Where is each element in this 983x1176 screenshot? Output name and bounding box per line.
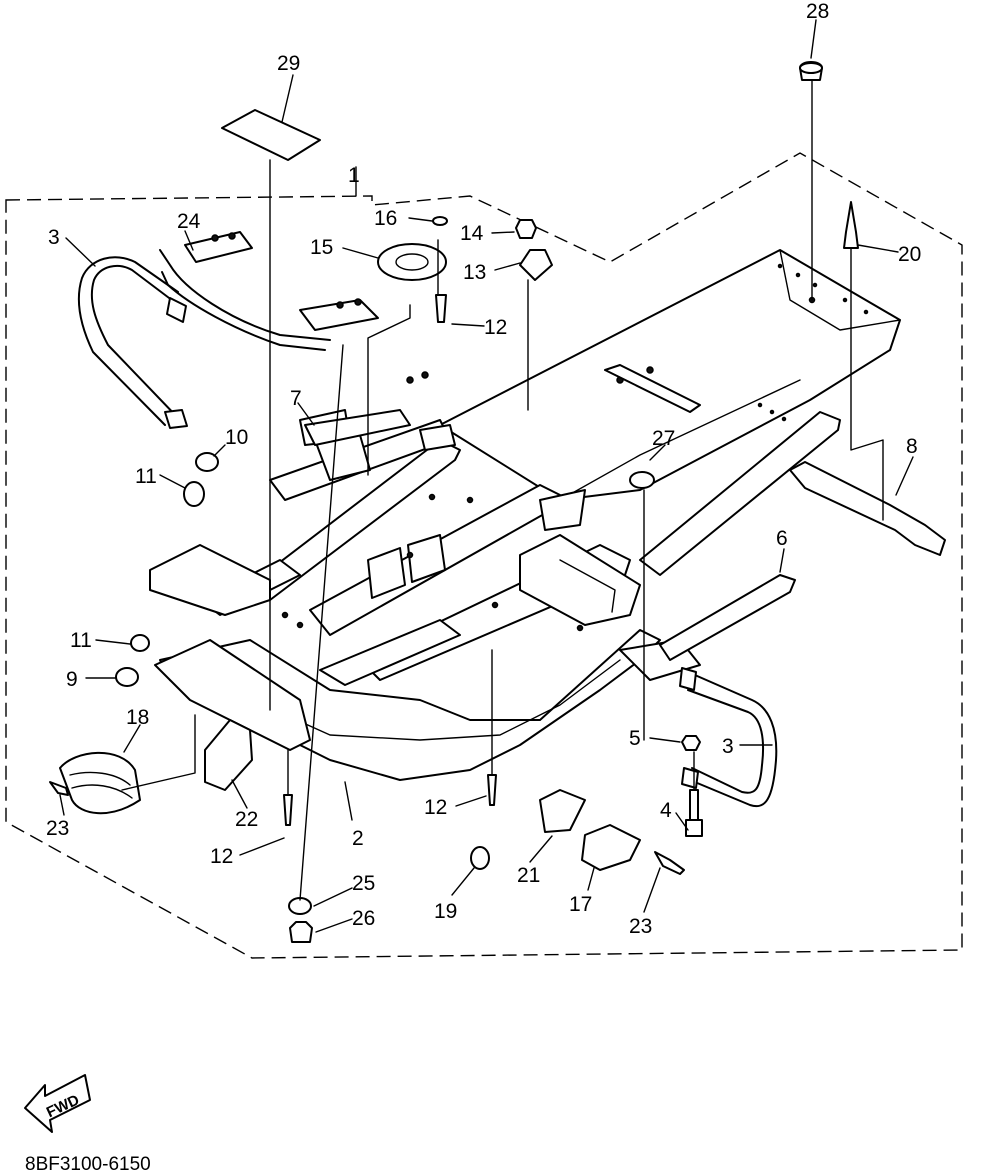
callout-25: 25 — [352, 872, 375, 895]
bushing-11-lower — [130, 634, 150, 652]
bolt-12-left — [283, 794, 293, 826]
callout-8: 8 — [906, 435, 918, 458]
mount-plate-15 — [377, 243, 447, 281]
callout-20: 20 — [898, 243, 921, 266]
pin-23-left — [49, 781, 69, 796]
bolt-12-center — [487, 774, 497, 806]
step-rail-6 — [659, 574, 796, 661]
callout-22: 22 — [235, 808, 258, 831]
grommet-27 — [629, 471, 655, 489]
pin-20 — [843, 201, 859, 249]
callout-19: 19 — [434, 900, 457, 923]
callout-23-left: 23 — [46, 817, 69, 840]
callout-7: 7 — [290, 387, 302, 410]
bushing-9 — [115, 667, 139, 687]
callout-23-right: 23 — [629, 915, 652, 938]
guard-bar-part — [159, 231, 379, 351]
bolt-4 — [689, 789, 699, 821]
main-frame-part — [149, 249, 901, 781]
callout-17: 17 — [569, 893, 592, 916]
callout-18: 18 — [126, 706, 149, 729]
callout-12-top: 12 — [484, 316, 507, 339]
callout-2: 2 — [352, 827, 364, 850]
alignment-lines — [121, 79, 884, 901]
callout-14: 14 — [460, 222, 484, 245]
callout-11-lower: 11 — [70, 629, 92, 652]
gasket-17 — [581, 824, 641, 871]
callout-12-center: 12 — [424, 796, 447, 819]
callout-3-upper: 3 — [48, 226, 60, 249]
nut-14 — [515, 219, 537, 239]
callout-24: 24 — [177, 210, 201, 233]
callout-6: 6 — [776, 527, 788, 550]
callout-27: 27 — [652, 427, 675, 450]
assembly-boundary — [5, 152, 963, 959]
front-bumper-part — [77, 256, 188, 429]
gasket-22 — [204, 719, 253, 791]
leader-lines — [59, 19, 914, 933]
callout-15: 15 — [310, 236, 333, 259]
boot-18 — [59, 751, 141, 815]
washer-16 — [432, 216, 448, 226]
diagram-code: 8BF3100-6150 — [25, 1154, 151, 1175]
callout-21: 21 — [517, 864, 540, 887]
gasket-21 — [539, 789, 586, 833]
callout-26: 26 — [352, 907, 375, 930]
callout-29: 29 — [277, 52, 300, 75]
bushing-11-upper — [183, 481, 205, 507]
callout-10: 10 — [225, 426, 248, 449]
nut-5 — [681, 735, 701, 751]
cap-19 — [470, 846, 490, 870]
callout-28: 28 — [806, 0, 829, 23]
callout-1: 1 — [348, 164, 360, 187]
bushing-10 — [195, 452, 219, 472]
bracket-13 — [519, 249, 553, 281]
callout-9: 9 — [66, 668, 78, 691]
callout-5: 5 — [629, 727, 641, 750]
bolt-12-top — [435, 294, 447, 323]
callout-12-left: 12 — [210, 845, 233, 868]
fwd-arrow: FWD — [24, 1074, 91, 1133]
callout-3-lower: 3 — [722, 735, 734, 758]
cap-28 — [799, 61, 823, 81]
callout-4: 4 — [660, 799, 672, 822]
nut-26 — [289, 921, 313, 943]
pin-23-right — [654, 851, 685, 875]
callout-11-upper: 11 — [135, 465, 157, 488]
callout-labels: 28 29 1 16 14 15 13 20 3 24 12 7 10 27 8… — [46, 0, 921, 938]
callout-16: 16 — [374, 207, 397, 230]
label-pad-29 — [221, 109, 321, 161]
footrest-plate-8 — [789, 461, 946, 556]
callout-13: 13 — [463, 261, 486, 284]
